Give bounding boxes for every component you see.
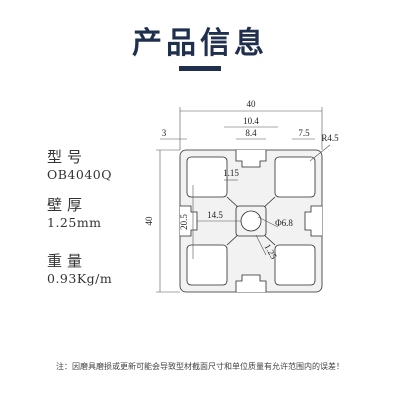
profile-cross-section	[179, 149, 323, 293]
dim-offset: 14.5	[207, 210, 223, 220]
spec-wall-thickness: 壁厚 1.25mm	[47, 194, 102, 230]
page-title: 产品信息	[132, 26, 268, 61]
dim-bore: Φ6.8	[275, 218, 293, 228]
dim-radius: R4.5	[321, 133, 339, 143]
spec-model-value: OB4040Q	[47, 167, 112, 182]
profile-drawing: 40 10.4 8.4 3 7.5 R4.5 1.15 40 20.5 14.5…	[144, 99, 339, 293]
spec-weight-label: 重量	[47, 252, 88, 270]
footer-note: 注：因磨具磨损或更新可能会导致型材截面尺寸和单位质量有允许范围内的误差！	[56, 362, 344, 371]
dim-edge: 3	[162, 128, 167, 138]
spec-model: 型号 OB4040Q	[47, 146, 112, 182]
dim-wall: 1.15	[223, 168, 239, 178]
spec-wall-thickness-value: 1.25mm	[47, 215, 102, 230]
dimension-lines	[156, 107, 331, 293]
dim-lip: 7.5	[298, 128, 310, 138]
dim-slot-pitch: 10.4	[243, 116, 259, 126]
dim-height: 40	[144, 216, 154, 226]
dim-inner: 20.5	[179, 214, 189, 230]
dim-slot-width: 8.4	[245, 128, 257, 138]
spec-model-label: 型号	[47, 148, 88, 166]
spec-wall-thickness-label: 壁厚	[47, 196, 88, 214]
spec-weight-value: 0.93Kg/m	[47, 271, 113, 286]
dim-width: 40	[247, 99, 257, 109]
title-underline	[179, 66, 221, 71]
spec-weight: 重量 0.93Kg/m	[47, 250, 112, 286]
